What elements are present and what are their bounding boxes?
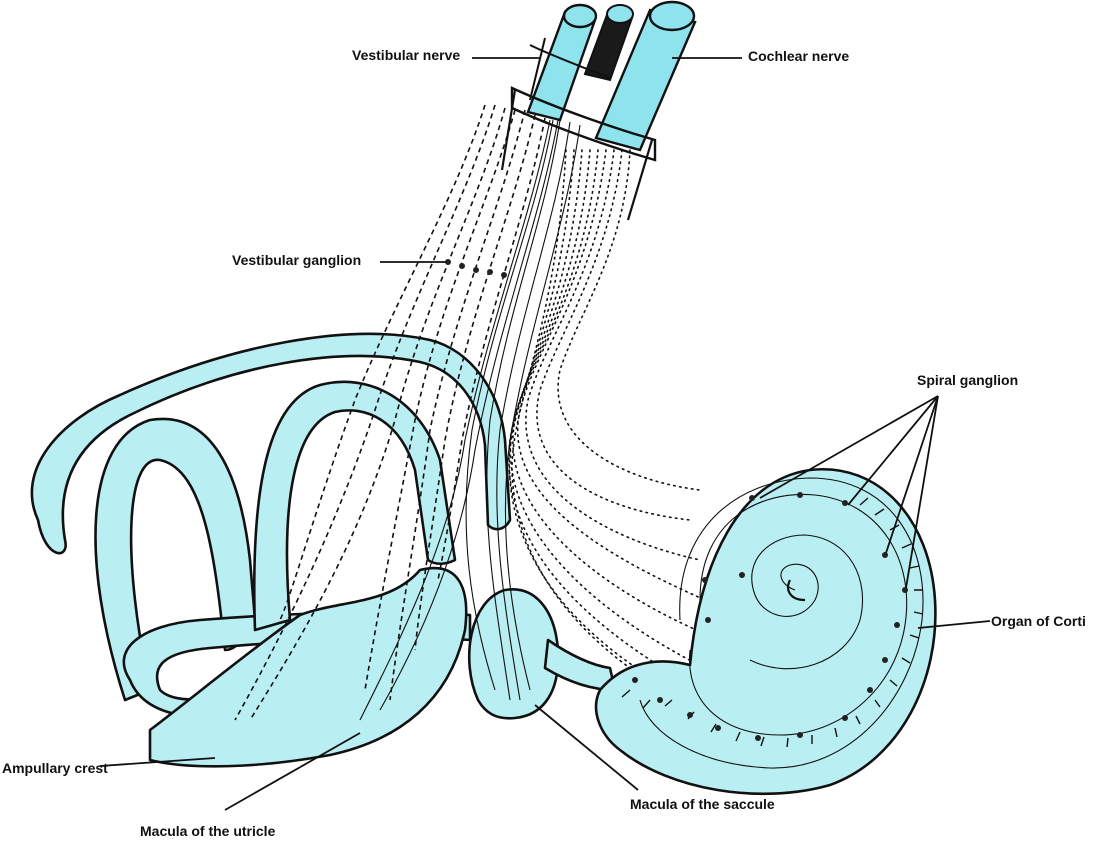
leader-macula-utricle (224, 732, 361, 811)
leader-organ-of-corti (917, 620, 991, 629)
label-vestibular-ganglion: Vestibular ganglion (232, 252, 362, 268)
semicircular-canals (30, 332, 512, 719)
spiral-ganglion-cells (632, 492, 908, 741)
label-macula-of-the-saccule: Macula of the saccule (630, 796, 775, 812)
label-cochlear-nerve: Cochlear nerve (748, 48, 850, 64)
nerve-bundle (500, 0, 697, 221)
vestibular-ganglion-cells (445, 259, 507, 278)
label-spiral-ganglion: Spiral ganglion (917, 372, 1019, 388)
leader-lines (99, 57, 991, 811)
leader-spiral-ganglion-1 (759, 395, 939, 499)
leader-spiral-ganglion-3 (885, 395, 939, 554)
cochlea (594, 467, 937, 796)
leader-macula-saccule (534, 704, 639, 791)
leader-ampullary-crest (99, 757, 216, 767)
saccule (467, 588, 617, 720)
vestibular-nerve-fibers (234, 104, 581, 721)
label-organ-of-corti: Organ of Corti (991, 613, 1086, 629)
leader-spiral-ganglion-4 (905, 395, 939, 589)
utricle (148, 566, 468, 768)
label-macula-of-the-utricle: Macula of the utricle (140, 823, 276, 839)
label-vestibular-nerve: Vestibular nerve (352, 47, 461, 63)
label-ampullary-crest: Ampullary crest (2, 760, 108, 776)
leader-spiral-ganglion-2 (847, 395, 939, 506)
